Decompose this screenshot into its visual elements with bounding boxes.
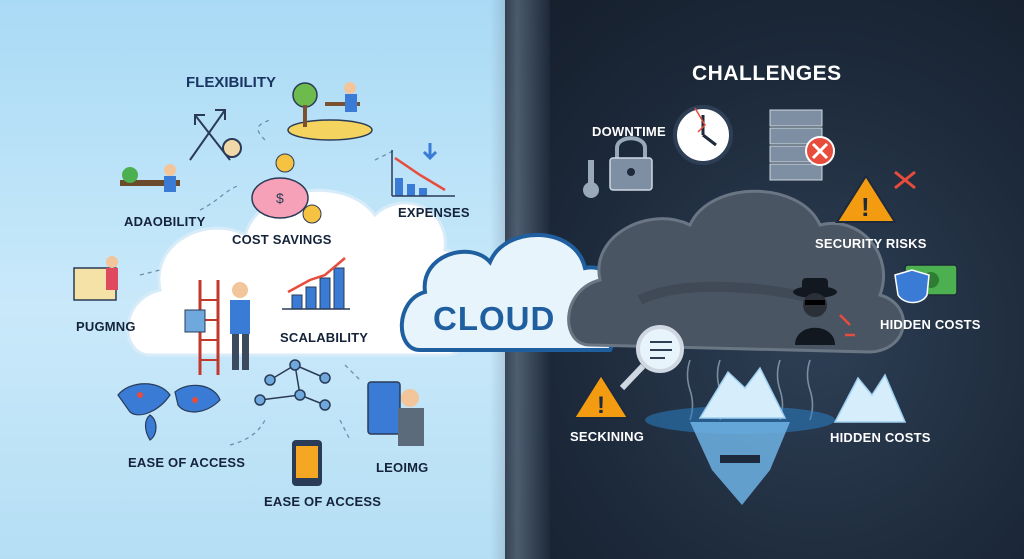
lock-icon — [609, 136, 653, 191]
label-security-risks: SECURITY RISKS — [815, 236, 927, 251]
label-hidden-costs-bottom: HIDDEN COSTS — [830, 430, 931, 445]
label-hidden-costs-top: HIDDEN COSTS — [880, 317, 981, 332]
label-flexibility: FLEXIBILITY — [186, 74, 276, 91]
flexibility-arrows-icon — [189, 109, 242, 161]
magnifier-icon — [619, 325, 684, 391]
challenges-title: CHALLENGES — [692, 62, 842, 85]
label-leoimg: LEOIMG — [376, 460, 429, 475]
ladder-person-icon — [184, 280, 250, 375]
label-ease-of-access-bottom: EASE OF ACCESS — [264, 494, 382, 509]
money-shield-icon — [894, 264, 958, 304]
label-scalability: SCALABILITY — [280, 330, 369, 345]
falling-chart-icon — [391, 143, 455, 197]
svg-text:$: $ — [276, 190, 284, 206]
hacker-icon — [793, 278, 855, 345]
clock-icon — [673, 105, 733, 165]
laptop-person-icon — [73, 256, 118, 301]
label-expenses: EXPENSES — [398, 205, 470, 220]
label-seckining: SECKINING — [570, 429, 645, 444]
cloud-center-title: CLOUD — [433, 300, 556, 337]
island-worker-icon — [287, 82, 373, 141]
server-rack-icon — [769, 109, 835, 181]
svg-text:!: ! — [861, 192, 870, 222]
desk-person-icon — [120, 164, 180, 192]
label-pugmng: PUGMNG — [76, 319, 136, 334]
world-map-icon — [117, 383, 221, 441]
plug-icon — [583, 160, 599, 198]
label-ease-of-access-left: EASE OF ACCESS — [128, 455, 246, 470]
svg-text:!: ! — [597, 392, 605, 419]
tablet-person-icon — [367, 381, 424, 446]
warning-icon: ! — [835, 170, 916, 223]
iceberg-icon — [645, 366, 835, 505]
warning-bottom-icon: ! — [572, 373, 630, 419]
piggy-bank-icon: $ — [251, 153, 322, 224]
label-adaptability: ADAOBILITY — [124, 214, 206, 229]
network-icon — [254, 359, 331, 411]
phone-icon — [292, 440, 322, 486]
growth-chart-icon — [282, 257, 350, 310]
small-iceberg-icon — [833, 373, 907, 423]
label-downtime: DOWNTIME — [592, 124, 666, 139]
label-cost-savings: COST SAVINGS — [232, 232, 332, 247]
